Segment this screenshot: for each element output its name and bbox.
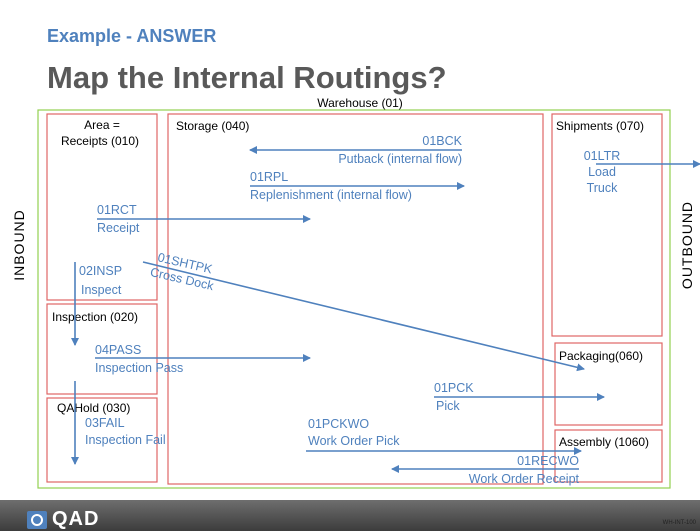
routing-insp-desc: Inspect (81, 283, 122, 297)
area-receipts-label-1: Area = (84, 118, 120, 132)
area-shipments-label: Shipments (070) (556, 119, 644, 133)
area-shipments (551, 113, 663, 337)
qad-logo: QAD (27, 508, 99, 531)
area-inspection (46, 303, 158, 395)
routing-rct-desc: Receipt (97, 221, 140, 235)
routing-bck-desc: Putback (internal flow) (338, 152, 462, 166)
routing-recwo-desc: Work Order Receipt (469, 472, 580, 486)
warehouse-label: Warehouse (01) (317, 96, 403, 110)
area-inspection-label: Inspection (020) (52, 310, 138, 324)
area-packaging (554, 342, 663, 426)
routing-ltr-desc-2: Truck (587, 181, 619, 195)
qad-logo-text: QAD (52, 508, 100, 530)
routing-recwo-code: 01RECWO (517, 454, 579, 468)
routing-rct-code: 01RCT (97, 203, 137, 217)
area-qahold-label: QAHold (030) (57, 401, 130, 415)
routing-ltr-code: 01LTR (584, 149, 621, 163)
routing-pckwo-code: 01PCKWO (308, 417, 369, 431)
routing-insp-code: 02INSP (79, 264, 122, 278)
footer-bar (0, 500, 700, 531)
routing-pass-code: 04PASS (95, 343, 141, 357)
routing-ltr-desc-1: Load (588, 165, 616, 179)
slide-title: Map the Internal Routings? (47, 60, 447, 95)
arrow-cross-dock (142, 261, 585, 372)
routing-rpl-desc: Replenishment (internal flow) (250, 188, 412, 202)
area-receipts-label-2: Receipts (010) (61, 134, 139, 148)
area-assembly (554, 429, 663, 483)
routing-fail-code: 03FAIL (85, 416, 125, 430)
area-qahold (46, 397, 158, 483)
routing-pck-code: 01PCK (434, 381, 474, 395)
routing-pck-desc: Pick (436, 399, 460, 413)
inbound-label: INBOUND (11, 209, 27, 281)
area-receipts (46, 113, 158, 301)
routing-bck-code: 01BCK (422, 134, 462, 148)
area-assembly-label: Assembly (1060) (559, 435, 649, 449)
routing-pckwo-desc: Work Order Pick (308, 434, 400, 448)
area-packaging-label: Packaging(060) (559, 349, 643, 363)
routing-fail-desc: Inspection Fail (85, 433, 166, 447)
slide-subtitle: Example - ANSWER (47, 26, 217, 46)
area-storage-label: Storage (040) (176, 119, 249, 133)
routing-pass-desc: Inspection Pass (95, 361, 183, 375)
routing-rpl-code: 01RPL (250, 170, 288, 184)
outbound-label: OUTBOUND (679, 201, 695, 289)
area-storage (167, 113, 544, 485)
footer-code: WH-INT-100 (662, 520, 696, 526)
qad-logo-icon (27, 510, 47, 529)
warehouse-boundary (37, 109, 671, 489)
routing-diagram: Warehouse (01) INBOUND OUTBOUND Area = R… (11, 96, 700, 489)
